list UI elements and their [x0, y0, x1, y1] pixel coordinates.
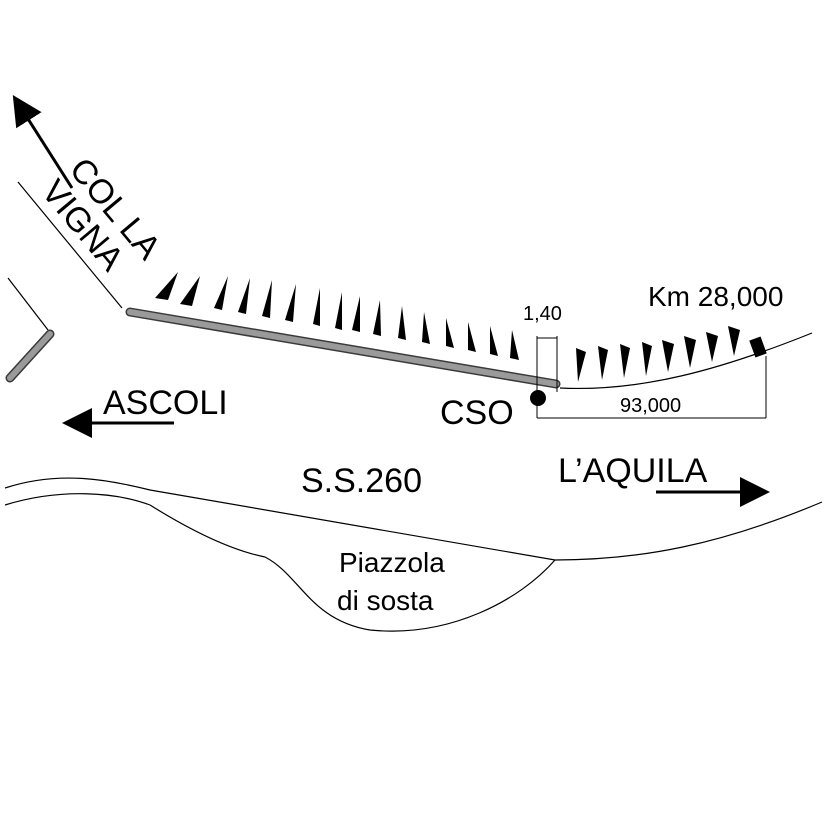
- end-block: [749, 336, 767, 358]
- barrier-fill: [127, 309, 559, 387]
- label-laquila: L’AQUILA: [558, 452, 708, 490]
- label-km: Km 28,000: [648, 281, 783, 312]
- road-edge-north: [4, 477, 823, 561]
- arrow-col-la-vigna: [12, 94, 74, 189]
- label-piazzola-1: Piazzola: [339, 547, 445, 578]
- slope-hatching-right: [576, 326, 740, 382]
- road-edge-east: [559, 332, 813, 390]
- dimension-width: [536, 336, 558, 392]
- side-road-edge-upper: [17, 181, 123, 309]
- label-cso: CSO: [440, 394, 514, 432]
- left-stub-barrier-fill: [7, 331, 53, 381]
- piazzola-outline: [264, 556, 556, 632]
- slope-hatching-left: [155, 272, 519, 360]
- label-road: S.S.260: [301, 462, 422, 500]
- label-piazzola-2: di sosta: [337, 585, 434, 616]
- label-ascoli: ASCOLI: [103, 384, 228, 422]
- side-road-edge-left: [7, 277, 49, 331]
- label-dim-length: 93,000: [620, 395, 681, 417]
- cso-point: [530, 390, 546, 406]
- label-dim-width: 1,40: [523, 303, 562, 325]
- road-edge-south-left: [4, 493, 266, 558]
